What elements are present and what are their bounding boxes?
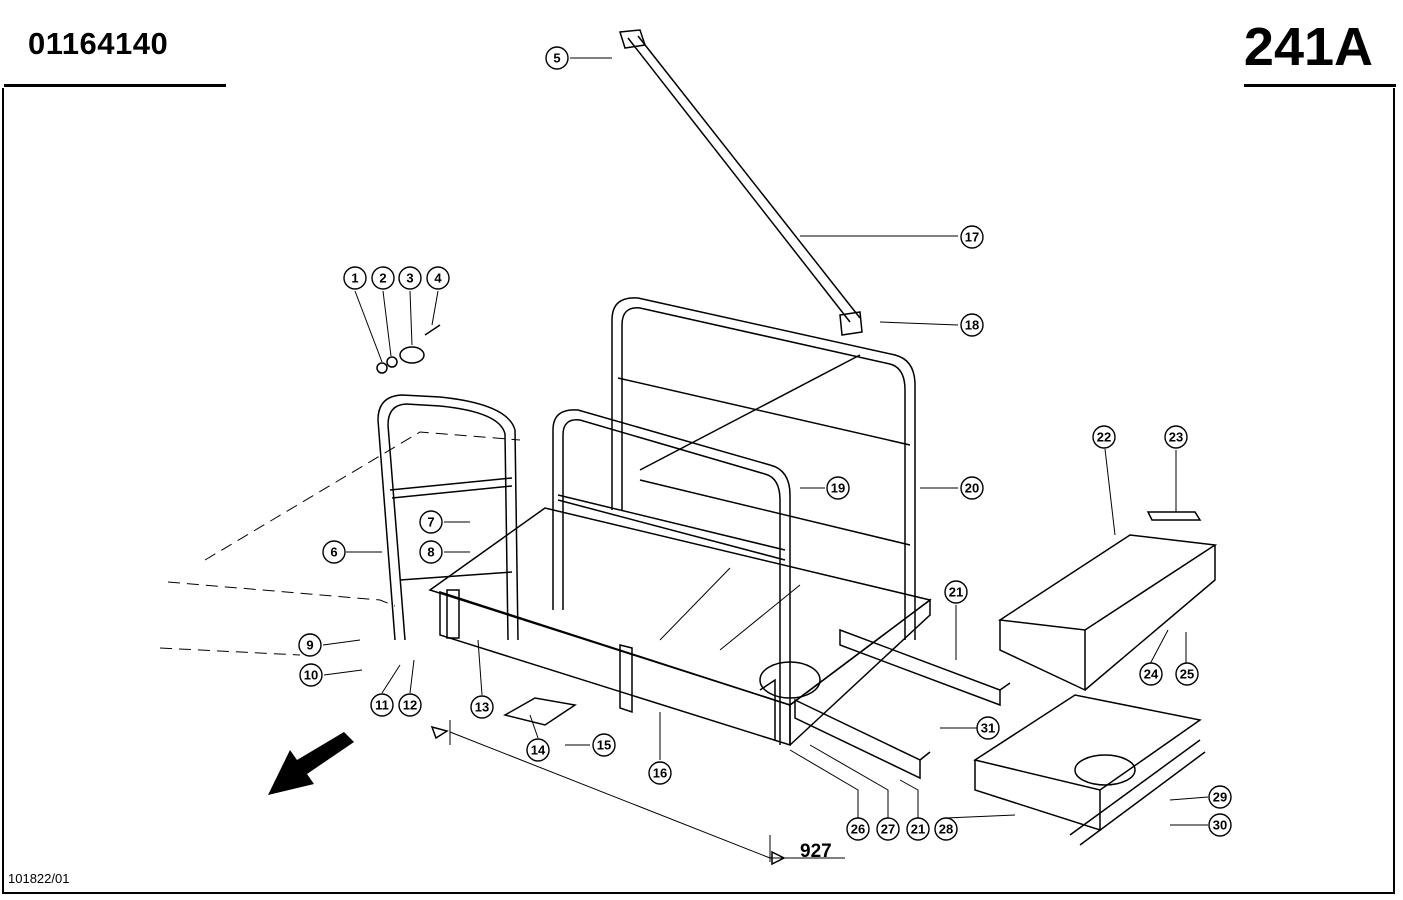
svg-text:30: 30 <box>1213 818 1227 833</box>
svg-text:12: 12 <box>403 698 417 713</box>
floor-plate <box>428 507 932 706</box>
hardware-1-4 <box>376 324 441 374</box>
callout-18: 18 <box>960 313 984 337</box>
callout-8: 8 <box>419 540 443 564</box>
svg-text:11: 11 <box>375 698 389 713</box>
reference-code: 101822/01 <box>8 871 70 886</box>
dimension-927 <box>430 720 845 866</box>
svg-text:5: 5 <box>553 51 560 66</box>
callout-23: 23 <box>1164 425 1188 449</box>
callout-29: 29 <box>1208 785 1232 809</box>
strut-17 <box>619 29 863 336</box>
callout-2: 2 <box>371 266 395 290</box>
dimension-label: 927 <box>800 841 832 862</box>
callout-21-b: 21 <box>906 817 930 841</box>
rear-railing-20 <box>611 297 916 640</box>
svg-text:25: 25 <box>1180 667 1194 682</box>
svg-text:29: 29 <box>1213 790 1227 805</box>
svg-text:17: 17 <box>965 230 979 245</box>
callout-1: 1 <box>343 266 367 290</box>
step-frame-28 <box>973 694 1206 846</box>
svg-text:21: 21 <box>949 585 963 600</box>
svg-text:6: 6 <box>330 545 337 560</box>
svg-text:16: 16 <box>653 766 667 781</box>
svg-text:15: 15 <box>597 738 611 753</box>
svg-text:13: 13 <box>475 700 489 715</box>
svg-text:19: 19 <box>831 481 845 496</box>
front-beam <box>439 589 931 747</box>
callout-30: 30 <box>1208 813 1232 837</box>
svg-text:1: 1 <box>351 271 358 286</box>
callout-24: 24 <box>1139 662 1163 686</box>
plate-23 <box>1146 511 1202 521</box>
callout-5: 5 <box>545 46 569 70</box>
svg-text:4: 4 <box>434 271 442 286</box>
callout-9: 9 <box>298 633 322 657</box>
document-number-underline <box>4 84 226 87</box>
callout-14: 14 <box>526 738 550 762</box>
sheet-id-underline <box>1244 84 1396 87</box>
svg-text:8: 8 <box>427 545 434 560</box>
bracket-14 <box>502 697 577 726</box>
callouts: 1 2 3 4 5 6 7 8 9 10 11 12 13 14 15 16 1… <box>298 46 1232 841</box>
svg-text:18: 18 <box>965 318 979 333</box>
callout-25: 25 <box>1175 662 1199 686</box>
callout-28: 28 <box>934 817 958 841</box>
dashed-outline <box>159 431 521 656</box>
svg-text:26: 26 <box>851 822 865 837</box>
callout-6: 6 <box>322 540 346 564</box>
svg-text:28: 28 <box>939 822 953 837</box>
svg-text:7: 7 <box>427 515 434 530</box>
rail-21-lower <box>794 698 931 780</box>
leader-lines <box>322 57 1209 826</box>
callout-27: 27 <box>876 817 900 841</box>
svg-text:3: 3 <box>406 271 413 286</box>
callout-17: 17 <box>960 225 984 249</box>
side-railing-6 <box>377 394 519 641</box>
sheet-id: 241A <box>1243 17 1373 77</box>
callout-31: 31 <box>976 716 1000 740</box>
svg-text:27: 27 <box>881 822 895 837</box>
step-box-22 <box>997 534 1218 692</box>
svg-text:20: 20 <box>965 481 979 496</box>
svg-text:31: 31 <box>981 721 995 736</box>
header: 01164140 241A <box>0 0 1403 88</box>
rail-21-right <box>839 628 1011 707</box>
svg-text:24: 24 <box>1144 667 1159 682</box>
svg-text:14: 14 <box>531 743 546 758</box>
callout-22: 22 <box>1092 425 1116 449</box>
callout-21-a: 21 <box>944 580 968 604</box>
callout-11: 11 <box>370 693 394 717</box>
callout-20: 20 <box>960 476 984 500</box>
svg-text:10: 10 <box>304 668 318 683</box>
callout-26: 26 <box>846 817 870 841</box>
callout-16: 16 <box>648 761 672 785</box>
document-number: 01164140 <box>28 26 169 61</box>
callout-12: 12 <box>398 693 422 717</box>
svg-text:23: 23 <box>1169 430 1183 445</box>
callout-15: 15 <box>592 733 616 757</box>
callout-7: 7 <box>419 510 443 534</box>
svg-text:22: 22 <box>1097 430 1111 445</box>
callout-4: 4 <box>426 266 450 290</box>
callout-3: 3 <box>398 266 422 290</box>
svg-text:2: 2 <box>379 271 386 286</box>
svg-text:9: 9 <box>306 638 313 653</box>
callout-19: 19 <box>826 476 850 500</box>
arrow-down-left-icon <box>268 732 354 795</box>
svg-text:21: 21 <box>911 822 925 837</box>
front-railing-19 <box>552 409 791 745</box>
callout-10: 10 <box>299 663 323 687</box>
callout-13: 13 <box>470 695 494 719</box>
